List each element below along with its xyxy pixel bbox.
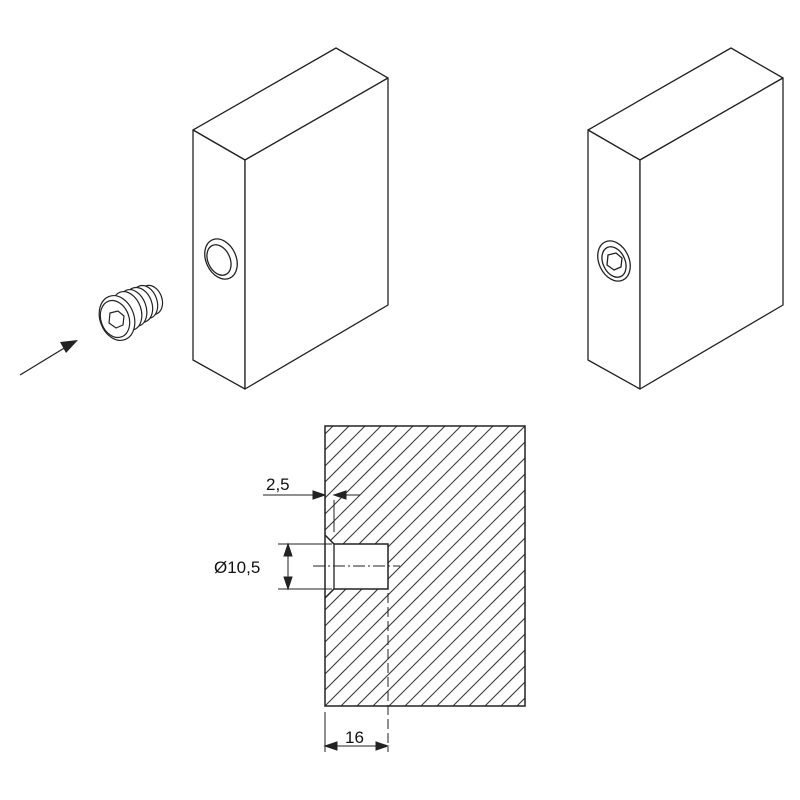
hatch-line	[0, 426, 189, 706]
threaded-insert-icon	[98, 284, 164, 341]
hatch-line	[0, 426, 221, 706]
hatch-line	[325, 426, 398, 499]
hatch-line	[0, 426, 237, 706]
hatch-line	[0, 426, 109, 706]
block-with-hole	[192, 47, 389, 390]
hatch-line	[0, 426, 45, 706]
bore-depth-label: 16	[345, 728, 364, 747]
hatch-line	[325, 473, 525, 675]
hatch-line	[436, 617, 525, 706]
dim-bore-depth	[323, 593, 390, 752]
hatch-line	[325, 426, 350, 451]
hatching	[0, 426, 800, 706]
hatch-line	[0, 426, 93, 706]
hatch-line	[0, 426, 61, 706]
hatch-line	[325, 441, 525, 643]
hatch-line	[325, 426, 334, 435]
hatch-line	[0, 426, 141, 706]
hatch-line	[0, 426, 77, 706]
block-with-insert	[587, 47, 784, 390]
hatch-line	[325, 426, 382, 483]
hatch-line	[340, 521, 525, 706]
hatch-line	[325, 489, 525, 691]
hatch-line	[452, 633, 525, 706]
block-right-side-face	[639, 77, 784, 390]
hatch-line	[0, 426, 205, 706]
hatch-line	[325, 426, 414, 515]
hatch-line	[0, 426, 157, 706]
arrow-icon	[19, 340, 78, 376]
fitted-insert	[597, 240, 631, 282]
section-view	[0, 425, 800, 707]
hatch-line	[0, 426, 173, 706]
hatch-line	[484, 665, 525, 706]
hatch-line	[325, 426, 462, 563]
bore-diameter-label: Ø10,5	[214, 558, 260, 577]
hatch-line	[404, 585, 525, 706]
dim-bore-diameter	[278, 542, 332, 591]
hatch-line	[468, 649, 525, 706]
hatch-line	[420, 601, 525, 706]
hatch-line	[372, 553, 525, 706]
hatch-line	[0, 426, 125, 706]
hatch-line	[500, 681, 525, 706]
hatch-line	[325, 426, 430, 531]
bore-hole	[204, 238, 238, 280]
hex-socket-icon	[108, 310, 125, 329]
hatch-line	[516, 697, 525, 706]
hatch-line	[388, 569, 525, 706]
hatch-line	[37, 426, 317, 706]
countersink-depth-label: 2,5	[266, 475, 290, 494]
hatch-line	[533, 426, 800, 706]
hatch-line	[325, 505, 525, 706]
hatch-line	[549, 426, 800, 706]
hatch-line	[325, 457, 525, 659]
hatch-line	[356, 537, 525, 706]
block-left-side-face	[244, 77, 389, 390]
hatch-line	[325, 426, 446, 547]
hex-socket-icon	[606, 252, 623, 271]
dim-countersink	[263, 490, 360, 532]
